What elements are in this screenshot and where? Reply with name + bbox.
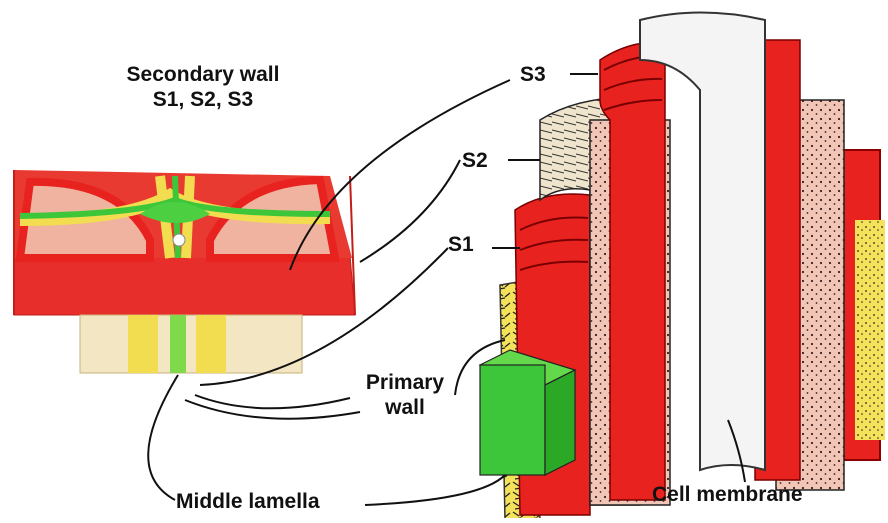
cross-section-block	[14, 170, 355, 373]
block-front-face	[80, 315, 302, 373]
label-cell-membrane: Cell membrane	[652, 482, 803, 507]
block-front-yellow-left	[128, 315, 158, 373]
leader-primary-b	[185, 400, 360, 419]
leader-primary-a	[195, 395, 350, 408]
secondary-wall-title: Secondary wall S1, S2, S3	[108, 62, 298, 112]
block-front-green	[170, 315, 186, 373]
leader-middle-lamella-left	[148, 375, 178, 500]
secondary-wall-line1: Secondary wall	[108, 62, 298, 87]
cell-corner-gap	[173, 234, 185, 246]
leader-s2	[360, 160, 460, 262]
label-s2: S2	[462, 148, 488, 173]
middle-lamella-block	[480, 365, 545, 475]
label-middle-lamella: Middle lamella	[176, 489, 320, 514]
secondary-wall-line2: S1, S2, S3	[108, 87, 298, 112]
primary-wall-line1: Primary	[350, 370, 460, 395]
block-front-yellow-right	[196, 315, 226, 373]
leader-middle-lamella-right	[365, 475, 505, 505]
cell-wall-cylinder	[480, 13, 885, 519]
label-s1: S1	[448, 232, 474, 257]
primary-wall-line2: wall	[350, 395, 460, 420]
label-s3: S3	[520, 62, 546, 87]
label-primary-wall: Primary wall	[350, 370, 460, 420]
